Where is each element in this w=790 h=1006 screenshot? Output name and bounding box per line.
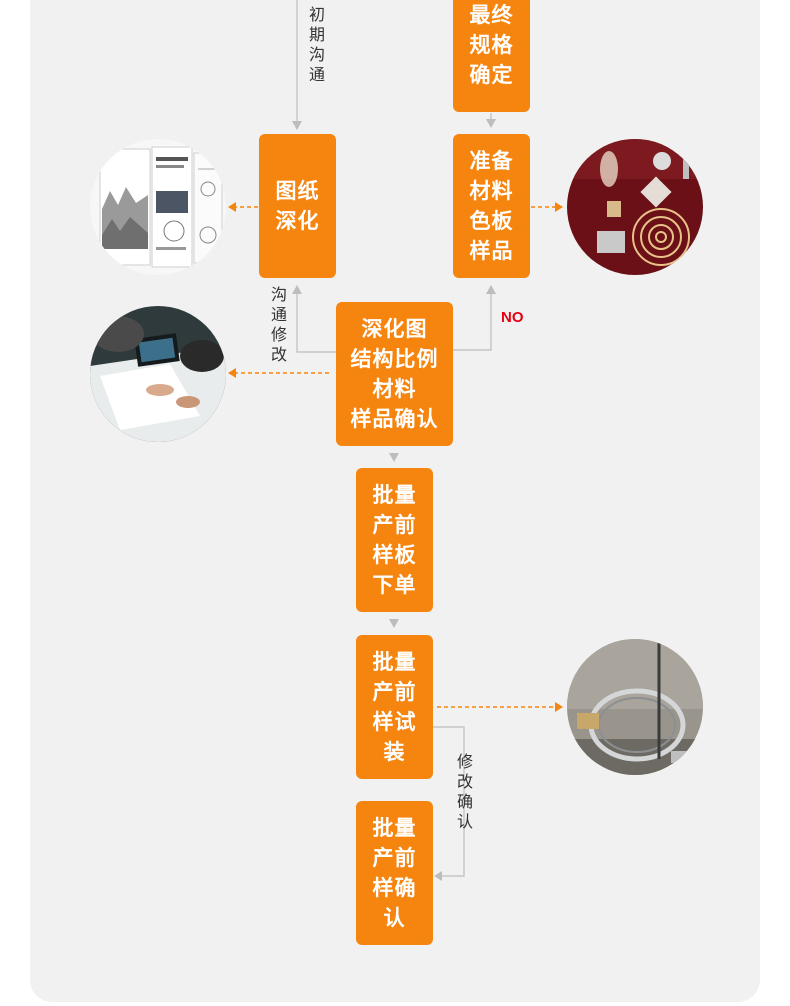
label-initial-communication: 初期沟通 [308,5,325,84]
arrowhead-right [555,202,563,212]
step-presample-trial: 批量 产前 样试 装 [356,635,433,779]
arrowhead-left [434,871,442,881]
meeting-photo [90,306,226,442]
label-communication-revise: 沟通修改 [270,285,287,364]
step-material-samples: 准备 材料 色板 样品 [453,134,530,278]
arrowhead-down [389,619,399,628]
step-presample-order: 批量 产前 样板 下单 [356,468,433,612]
arrowhead-down [292,121,302,130]
step-drawing-deepen: 图纸 深化 [259,134,336,278]
arrowhead-left [228,202,236,212]
label-no: NO [501,309,524,326]
arrowhead-down [389,453,399,462]
step-presample-confirm: 批量 产前 样确 认 [356,801,433,945]
arrowhead-right [555,702,563,712]
connector-comm-revise [296,292,336,353]
connector-no-loop [452,292,492,351]
label-revise-confirm: 修改确认 [456,752,473,831]
step-final-spec: 最终 规格 确定 [453,0,530,112]
drawing-sketches-photo [90,139,226,275]
arrowhead-down [486,119,496,128]
arrowhead-up [292,285,302,294]
trial-installation-photo [567,639,703,775]
material-samples-photo [567,139,703,275]
arrowhead-left [228,368,236,378]
connector-revise-confirm [433,726,465,877]
arrowhead-up [486,285,496,294]
step-confirm-samples: 深化图 结构比例 材料 样品确认 [336,302,453,446]
